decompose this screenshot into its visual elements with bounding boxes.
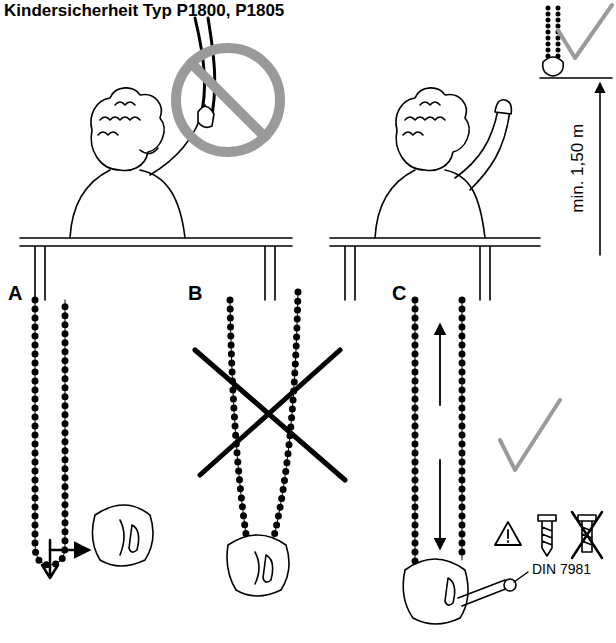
chain-clip xyxy=(403,559,468,624)
chain-clip xyxy=(92,505,153,566)
child-hand xyxy=(198,106,214,127)
warning-triangle xyxy=(495,522,521,545)
standard-label: DIN 7981 xyxy=(530,562,593,577)
motion-arrow xyxy=(50,549,88,552)
dimension-label: min. 1,50 m xyxy=(569,124,588,213)
child-fist xyxy=(495,100,511,114)
bead-chain xyxy=(548,8,558,62)
panel-letter: B xyxy=(188,282,202,304)
motion-arrow xyxy=(439,325,441,405)
child-body xyxy=(375,170,485,238)
table xyxy=(20,238,292,300)
prohibition-bar xyxy=(191,63,265,137)
chain-string xyxy=(35,300,65,565)
child-hair xyxy=(403,102,445,135)
bead-chain xyxy=(35,300,65,565)
check-mark xyxy=(500,400,560,470)
dimension-tick xyxy=(540,77,612,79)
bead-chain xyxy=(415,300,462,585)
chain-string xyxy=(230,292,298,560)
cross-out xyxy=(195,350,345,480)
screw-pointed xyxy=(538,515,556,556)
clip-slot xyxy=(255,552,273,584)
check-mark xyxy=(558,5,612,58)
diagram-title: Kindersicherheit Typ P1800, P1805 xyxy=(4,2,284,21)
child-head xyxy=(396,88,469,171)
dimension-arrow xyxy=(599,84,601,255)
screw-head xyxy=(504,579,516,591)
child-hair xyxy=(98,102,140,135)
bead-chain xyxy=(230,292,298,560)
child-body xyxy=(70,170,185,238)
panel-letter: C xyxy=(392,282,406,304)
chain-clip xyxy=(227,535,289,596)
cross-out xyxy=(572,512,602,558)
motion-arrow xyxy=(42,540,58,578)
motion-arrow xyxy=(439,460,441,548)
clip-slot xyxy=(120,520,139,555)
screw xyxy=(458,580,510,606)
chain-string xyxy=(415,300,462,585)
clip-slot xyxy=(445,578,455,605)
chain-clip xyxy=(543,57,564,76)
leader-line xyxy=(514,572,528,582)
table xyxy=(330,238,540,300)
prohibition-sign xyxy=(176,48,280,152)
child-mouth xyxy=(140,148,158,154)
panel-letter: A xyxy=(8,282,22,304)
child-head xyxy=(91,88,164,171)
